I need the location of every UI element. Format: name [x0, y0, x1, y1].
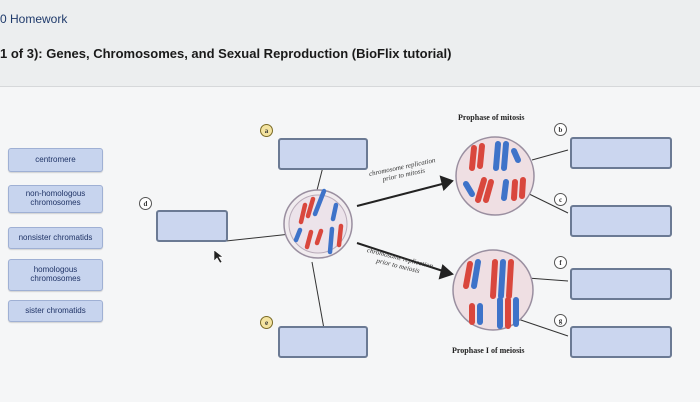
label-nonsister-chromatids[interactable]: nonsister chromatids [8, 227, 103, 249]
marker-f: f [554, 256, 567, 269]
drop-target-c[interactable] [570, 205, 672, 237]
pointer-line-b [531, 149, 569, 161]
marker-a: a [260, 124, 273, 137]
mitosis-cell [455, 136, 535, 216]
label-non-homologous-chromosomes[interactable]: non-homologous chromosomes [8, 185, 103, 213]
drop-target-g[interactable] [570, 326, 672, 358]
marker-d: d [139, 197, 152, 210]
label-homologous-chromosomes[interactable]: homologous chromosomes [8, 259, 103, 291]
marker-e: e [260, 316, 273, 329]
prophase-meiosis-caption: Prophase I of meiosis [452, 346, 525, 355]
drop-target-a[interactable] [278, 138, 368, 170]
prophase-mitosis-caption: Prophase of mitosis [458, 113, 525, 122]
marker-g: g [554, 314, 567, 327]
drop-target-e[interactable] [278, 326, 368, 358]
drop-target-f[interactable] [570, 268, 672, 300]
marker-c: c [554, 193, 567, 206]
mouse-cursor-icon [214, 250, 224, 264]
label-centromere[interactable]: centromere [8, 148, 103, 172]
label-sister-chromatids[interactable]: sister chromatids [8, 300, 103, 322]
parent-cell [283, 188, 353, 259]
meiosis-cell [452, 249, 534, 331]
drop-target-b[interactable] [570, 137, 672, 169]
course-breadcrumb[interactable]: 0 Homework [0, 12, 68, 26]
assignment-title: 1 of 3): Genes, Chromosomes, and Sexual … [0, 46, 452, 61]
drop-target-d[interactable] [156, 210, 228, 242]
marker-b: b [554, 123, 567, 136]
